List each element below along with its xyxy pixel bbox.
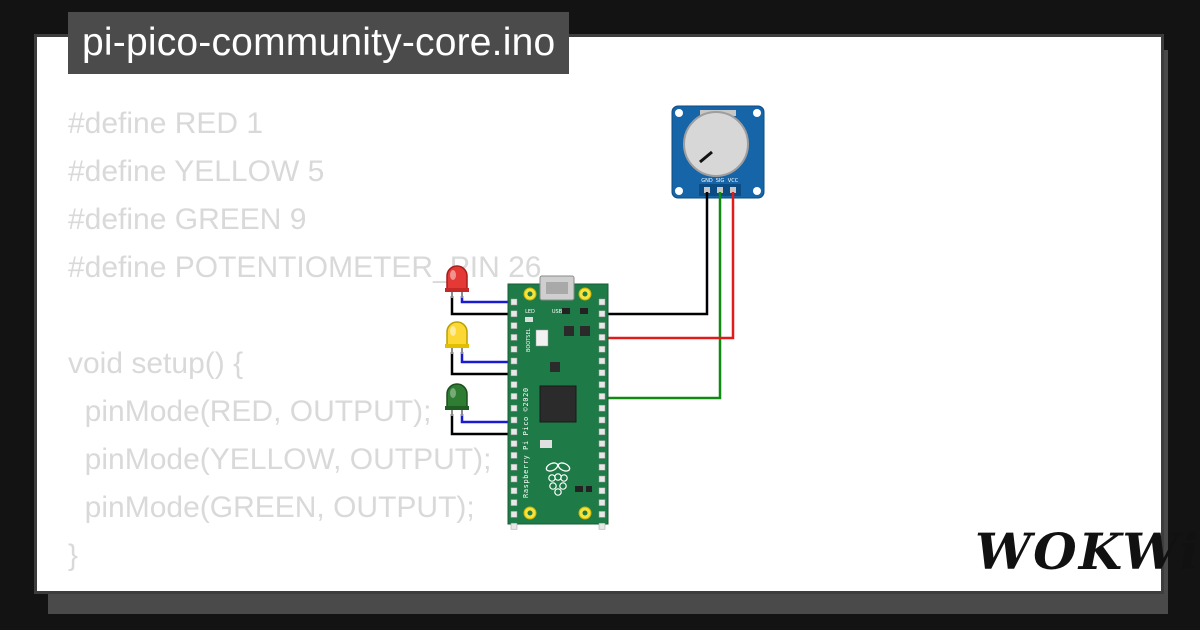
board-silkscreen: Raspberry Pi Pico ©2020 xyxy=(522,387,530,498)
pico-pin[interactable] xyxy=(510,310,518,318)
pico-pin[interactable] xyxy=(510,404,518,412)
code-line: #define RED 1 xyxy=(68,107,264,140)
bootsel-button[interactable] xyxy=(535,329,549,347)
pico-pin[interactable] xyxy=(598,345,606,353)
pico-pin[interactable] xyxy=(598,393,606,400)
pico-pin[interactable] xyxy=(510,393,518,400)
pico-pin[interactable] xyxy=(598,369,606,377)
pico-pin[interactable] xyxy=(598,381,606,388)
pico-pin[interactable] xyxy=(510,369,518,377)
pico-pin[interactable] xyxy=(510,463,518,471)
wokwi-logo: WOKWi xyxy=(975,522,1200,581)
wire-yellow-led-gnd[interactable] xyxy=(450,352,516,376)
pico-pin[interactable] xyxy=(598,487,606,495)
usb-label: USB xyxy=(552,309,563,315)
pico-pin[interactable] xyxy=(598,357,606,365)
code-line: pinMode(GREEN, OUTPUT); xyxy=(68,491,475,524)
pico-pin[interactable] xyxy=(598,511,606,518)
code-line: #define YELLOW 5 xyxy=(68,155,325,188)
pico-pin[interactable] xyxy=(510,322,518,329)
mount-hole xyxy=(675,187,683,195)
wire-green-led-gnd[interactable] xyxy=(450,414,516,436)
pico-pin[interactable] xyxy=(510,334,518,341)
right-pin-header xyxy=(598,298,606,530)
pico-pin[interactable] xyxy=(510,345,518,353)
raspberry-pi-logo-icon xyxy=(545,462,571,496)
pico-pin[interactable] xyxy=(598,416,606,424)
pico-pin[interactable] xyxy=(510,522,518,530)
pico-pin[interactable] xyxy=(510,440,518,447)
pico-pin[interactable] xyxy=(510,452,518,459)
wire-pot-vcc[interactable] xyxy=(598,192,735,340)
pin-label-vcc: VCC xyxy=(728,178,739,184)
pico-pin[interactable] xyxy=(510,428,518,436)
pico-pin[interactable] xyxy=(598,322,606,329)
rp2040-chip xyxy=(539,385,577,423)
wire-pot-gnd[interactable] xyxy=(598,192,709,316)
pico-board[interactable]: USB LED BOOTSEL Raspberry Pi Pico ©2020 xyxy=(507,275,609,530)
led-red[interactable] xyxy=(445,265,469,298)
led-green[interactable] xyxy=(445,383,469,416)
pico-pin[interactable] xyxy=(598,310,606,318)
knob-indicator xyxy=(699,150,713,164)
pico-pin[interactable] xyxy=(510,511,518,518)
mount-hole xyxy=(753,109,761,117)
code-line: pinMode(YELLOW, OUTPUT); xyxy=(68,443,492,476)
potentiometer[interactable]: GND SIG VCC xyxy=(671,105,765,199)
wires xyxy=(450,192,735,436)
pico-pin[interactable] xyxy=(510,499,518,506)
pico-pin[interactable] xyxy=(598,499,606,506)
pico-pin[interactable] xyxy=(598,463,606,471)
pico-pin[interactable] xyxy=(598,452,606,459)
pico-pin[interactable] xyxy=(598,522,606,530)
code-line: pinMode(RED, OUTPUT); xyxy=(68,395,432,428)
wire-red-led-gnd[interactable] xyxy=(450,296,516,316)
code-line: #define POTENTIOMETER_PIN 26 xyxy=(68,251,542,284)
pico-pin[interactable] xyxy=(598,404,606,412)
wire-green-led-signal[interactable] xyxy=(460,414,516,424)
led-yellow[interactable] xyxy=(445,321,469,354)
code-line: void setup() { xyxy=(68,347,244,380)
pico-pin[interactable] xyxy=(510,298,518,306)
code-preview: #define RED 1 #define YELLOW 5 #define G… xyxy=(68,100,542,580)
pico-pin[interactable] xyxy=(598,298,606,306)
pico-pin[interactable] xyxy=(510,416,518,424)
pico-pin[interactable] xyxy=(510,357,518,365)
pico-pin[interactable] xyxy=(598,475,606,483)
mount-hole xyxy=(753,187,761,195)
pico-pin[interactable] xyxy=(598,334,606,341)
code-line: } xyxy=(68,539,79,572)
sketch-title: pi-pico-community-core.ino xyxy=(68,12,570,74)
pico-pin[interactable] xyxy=(598,440,606,447)
pin-label-sig: SIG xyxy=(716,178,725,184)
pico-pin[interactable] xyxy=(598,428,606,436)
bootsel-label: BOOTSEL xyxy=(526,328,532,352)
wire-pot-signal[interactable] xyxy=(598,192,722,400)
onboard-led xyxy=(525,317,533,322)
pico-pin[interactable] xyxy=(510,487,518,495)
left-pin-header xyxy=(510,298,518,530)
led-label: LED xyxy=(525,309,535,315)
mount-hole xyxy=(675,109,683,117)
code-line: #define GREEN 9 xyxy=(68,203,307,236)
pico-pin[interactable] xyxy=(510,475,518,483)
pico-pin[interactable] xyxy=(510,381,518,388)
knob[interactable] xyxy=(683,111,749,177)
pin-label-gnd: GND xyxy=(701,178,713,184)
wire-yellow-led-signal[interactable] xyxy=(460,352,516,364)
